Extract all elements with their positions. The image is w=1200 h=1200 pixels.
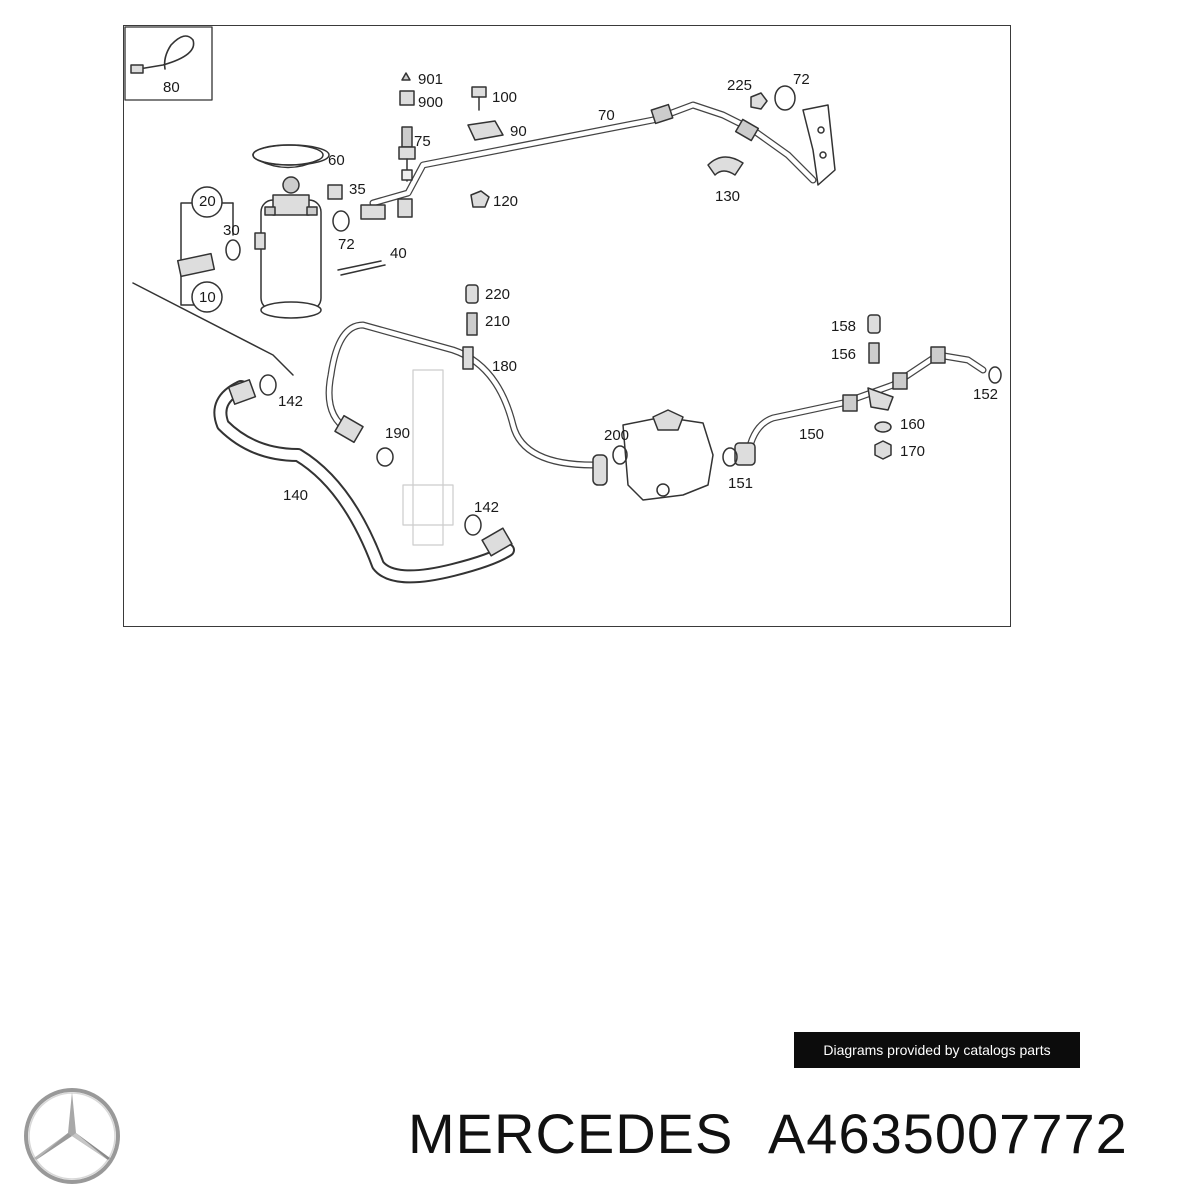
callout-60: 60 [328,152,345,169]
parts-diagram: 80 901 900 100 90 75 70 225 72 60 35 20 … [124,26,1002,584]
callout-90: 90 [510,123,527,140]
line-180-pipe [325,321,608,486]
valve-core-210-icon [466,312,478,336]
callout-40: 40 [390,245,407,262]
engine-ghost-outline [402,369,454,546]
callout-120: 120 [493,193,518,210]
group-bracket-10-20 [132,186,294,376]
callout-75: 75 [414,133,431,150]
callout-901: 901 [418,71,443,88]
clamp-60-icon [252,144,330,166]
o-ring-142b-icon [464,514,482,536]
callout-140: 140 [283,487,308,504]
callout-158: 158 [831,318,856,335]
pressure-switch-75-icon [398,72,416,182]
o-ring-72b-icon [332,210,350,232]
clip-130-icon [707,156,744,176]
callout-200: 200 [604,427,629,444]
callout-152: 152 [973,386,998,403]
callout-80: 80 [163,79,180,96]
callout-130: 130 [715,188,740,205]
callout-72-mid: 72 [338,236,355,253]
line-70-pipe [369,101,836,207]
cable-tie-inset [124,26,213,101]
callout-142-bottom: 142 [474,499,499,516]
callout-900: 900 [418,94,443,111]
valve-cap-158-icon [867,314,881,334]
callout-100: 100 [492,89,517,106]
callout-150: 150 [799,426,824,443]
valve-cap-220-icon [465,284,479,304]
callout-225: 225 [727,77,752,94]
o-ring-190-icon [376,447,394,467]
bracket-90-icon [467,120,504,141]
o-ring-142a-icon [259,374,277,396]
plug-35-icon [327,184,343,200]
callout-180: 180 [492,358,517,375]
washer-160-icon [874,421,892,433]
o-ring-72-icon [774,85,796,111]
callout-220: 220 [485,286,510,303]
callout-142-top: 142 [278,393,303,410]
o-ring-200-icon [612,445,628,465]
diagram-frame [123,25,1011,627]
callout-210: 210 [485,313,510,330]
union-fitting-icon [360,198,413,220]
callout-156: 156 [831,346,856,363]
bolt-100-icon [471,86,487,111]
callout-72-top: 72 [793,71,810,88]
line-150-pipe [734,346,987,466]
callout-20: 20 [199,193,216,210]
watermark-banner: Diagrams provided by catalogs parts [794,1032,1080,1068]
callout-10: 10 [199,289,216,306]
part-number: A4635007772 [767,1102,1128,1165]
o-ring-152-icon [988,366,1002,384]
compressor-icon [622,409,714,501]
brand-title: MERCEDES A4635007772 [408,1106,1128,1162]
callout-30: 30 [223,222,240,239]
callout-170: 170 [900,443,925,460]
nut-170-icon [874,440,892,460]
callout-151: 151 [728,475,753,492]
callout-160: 160 [900,416,925,433]
seal-40-icon [337,260,386,276]
nut-225-icon [750,92,768,110]
callout-190: 190 [385,425,410,442]
mercedes-star-icon [24,1088,120,1184]
valve-core-156-icon [868,342,880,364]
o-ring-151-icon [722,447,738,467]
callout-35: 35 [349,181,366,198]
line-140-hose [213,379,515,584]
service-port-180-icon [462,346,474,370]
brand-name: MERCEDES [408,1102,734,1165]
nut-120-icon [470,190,490,208]
callout-70: 70 [598,107,615,124]
receiver-drier-icon [252,144,324,319]
